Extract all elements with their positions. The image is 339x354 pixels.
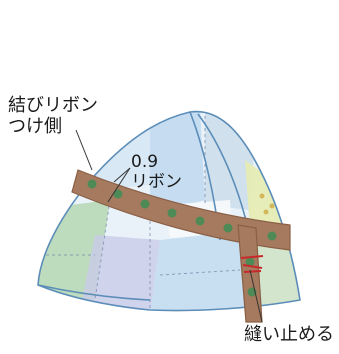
- label-ribbon-width: 0.9: [131, 152, 159, 172]
- ribbon-dots: [87, 179, 277, 297]
- label-tie-side: 結びリボン つけ側: [8, 95, 98, 137]
- label-tie-side-line1: 結びリボン: [8, 95, 98, 116]
- label-tie-side-line2: つけ側: [8, 115, 62, 137]
- label-ribbon-word: リボン: [131, 171, 182, 192]
- label-sew-stop: 縫い止める: [244, 324, 334, 345]
- label-ribbon: 0.9 リボン: [131, 152, 182, 192]
- stitch-marks: [240, 255, 264, 273]
- leader-lines: [75, 129, 263, 323]
